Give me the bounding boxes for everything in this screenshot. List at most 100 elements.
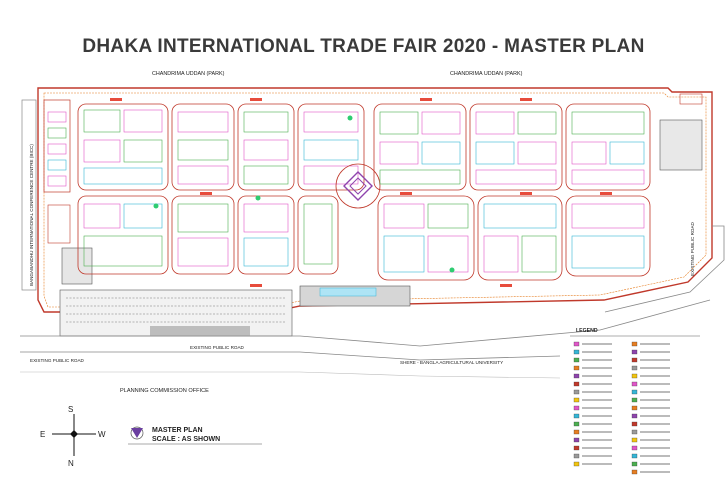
pavilion-e1e	[379, 169, 461, 185]
tree	[255, 195, 261, 201]
pavilion-cluster-sw1	[77, 195, 169, 275]
pavilion-e1a	[379, 111, 419, 135]
compass-n: N	[68, 459, 74, 468]
central-plaza-core	[349, 177, 367, 195]
legend-swatch	[573, 365, 580, 371]
university-label: SHERE - BANGLA AGRICULTURAL UNIVERSITY	[400, 360, 503, 365]
legend-swatch	[631, 341, 638, 347]
pavilion-cluster-sw2	[171, 195, 235, 275]
legend-swatch	[631, 437, 638, 443]
pavilion-w3b	[243, 139, 289, 161]
avenue-marker	[520, 98, 532, 101]
pavilion-e1b	[421, 111, 461, 135]
pavilion-cluster-w3	[237, 103, 295, 191]
compass-arrow-icon	[70, 430, 78, 438]
pavilion-e2d	[517, 141, 557, 165]
legend-swatch	[631, 413, 638, 419]
legend-swatch	[631, 405, 638, 411]
tree	[347, 115, 353, 121]
left-service-zone	[43, 99, 71, 193]
pavilion-e3a	[571, 111, 645, 135]
pavilion-sw4a	[303, 203, 333, 265]
pavilion-cluster-sw4	[297, 195, 339, 275]
pavilion-sw3b	[243, 237, 289, 267]
pavilion-w4b	[303, 139, 359, 161]
pavilion-se3b	[571, 235, 645, 269]
road-label-bottom-left: EXISTING PUBLIC ROAD	[30, 358, 85, 363]
pavilion-w3a	[243, 111, 289, 133]
pavilion-cluster-w4	[297, 103, 365, 191]
avenue-marker	[250, 284, 262, 287]
pavilion-cluster-w1	[77, 103, 169, 191]
legend-swatch	[573, 437, 580, 443]
master-plan-badge: MASTER PLAN SCALE : AS SHOWN	[128, 426, 262, 445]
legend-swatch	[573, 445, 580, 451]
pavilion-sw2b	[177, 237, 229, 267]
legend-swatch	[573, 453, 580, 459]
legend-swatch	[573, 373, 580, 379]
pavilion-w3c	[243, 165, 289, 185]
avenue-marker	[520, 192, 532, 195]
legend-swatch	[631, 357, 638, 363]
pavilion-e1c	[379, 141, 419, 165]
legend-swatch	[631, 381, 638, 387]
pavilion-w1d	[123, 139, 163, 163]
pavilion-se3a	[571, 203, 645, 229]
pavilion-cluster-e3	[565, 103, 651, 191]
central-plaza-monument	[343, 171, 373, 201]
tree	[449, 267, 455, 273]
park-label-right: CHANDRIMA UDDAN (PARK)	[450, 71, 523, 77]
legend-swatch	[573, 389, 580, 395]
pavilion-e2c	[475, 141, 515, 165]
pavilion-se1d	[427, 235, 469, 273]
pavilion-e2b	[517, 111, 557, 135]
left-service-block-1	[47, 111, 67, 123]
pavilion-e3d	[571, 169, 645, 185]
pavilion-se1c	[383, 235, 425, 273]
legend-swatch	[631, 365, 638, 371]
left-service-block-3	[47, 143, 67, 155]
pavilion-w2c	[177, 165, 229, 185]
pavilion-w1b	[123, 109, 163, 133]
pavilion-e2e	[475, 169, 557, 185]
bicc-strip	[21, 99, 37, 291]
east-service-gate	[679, 93, 703, 105]
page-title: DHAKA INTERNATIONAL TRADE FAIR 2020 - MA…	[82, 36, 645, 57]
pavilion-w2a	[177, 111, 229, 133]
north-symbol-icon	[130, 426, 144, 440]
avenue-marker	[200, 192, 212, 195]
legend-swatch	[631, 461, 638, 467]
avenue-marker	[420, 98, 432, 101]
public-road-line	[20, 351, 561, 361]
planning-office-label: PLANNING COMMISSION OFFICE	[120, 388, 209, 394]
compass-s: S	[68, 405, 73, 414]
legend-swatch	[573, 397, 580, 403]
legend-swatch	[631, 421, 638, 427]
pavilion-w1e	[83, 167, 163, 185]
pavilion-e3b	[571, 141, 607, 165]
entrance-pool	[319, 287, 377, 297]
left-service-block-5	[47, 175, 67, 187]
compass-w: W	[98, 430, 106, 439]
legend-swatch	[631, 397, 638, 403]
inner-boundary	[43, 92, 707, 308]
legend-swatch	[631, 373, 638, 379]
parking-hatched-zone	[150, 326, 250, 336]
tree	[153, 203, 159, 209]
legend-swatch	[573, 413, 580, 419]
park-label-left: CHANDRIMA UDDAN (PARK)	[152, 71, 225, 77]
legend-swatch	[631, 349, 638, 355]
pavilion-se1a	[383, 203, 425, 229]
legend-swatch	[631, 389, 638, 395]
pavilion-se1b	[427, 203, 469, 229]
pavilion-cluster-e2	[469, 103, 563, 191]
avenue-marker	[250, 98, 262, 101]
legend-swatch	[573, 405, 580, 411]
footer-master-plan: MASTER PLAN	[152, 427, 203, 434]
pavilion-e3c	[609, 141, 645, 165]
pavilion-cluster-sw3	[237, 195, 295, 275]
legend-swatch	[573, 381, 580, 387]
legend-swatch	[631, 453, 638, 459]
left-service-block-6	[47, 204, 71, 244]
east-service-building	[659, 119, 703, 171]
